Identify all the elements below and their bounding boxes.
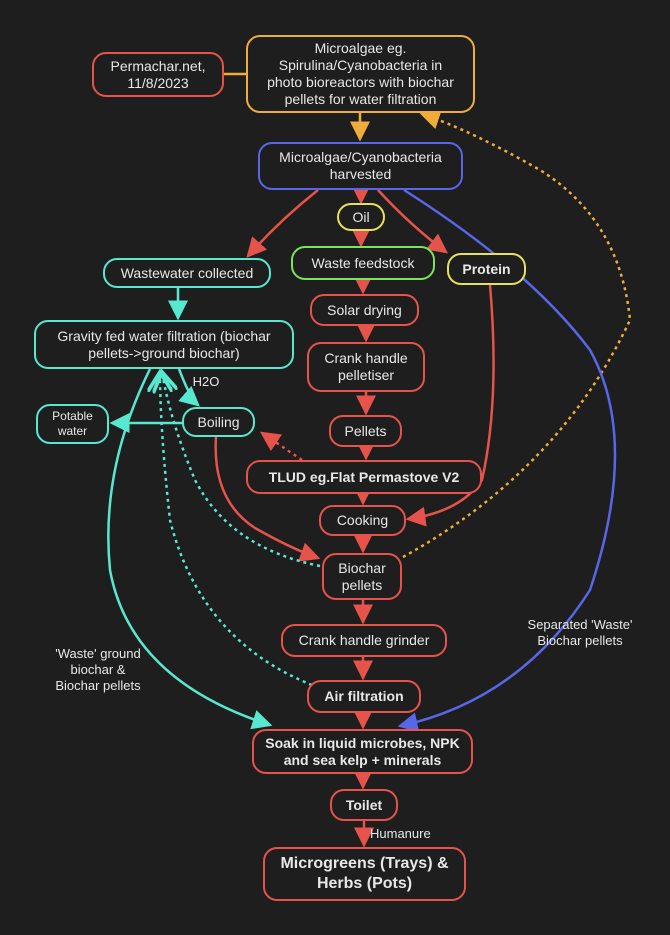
edge-gravity-soak — [107, 368, 273, 730]
node-cooking: Cooking — [319, 505, 406, 536]
edge-biochar-microalgae — [402, 110, 632, 559]
node-boiling: Boiling — [182, 407, 255, 437]
edge-tlud-boiling — [259, 431, 303, 462]
node-toilet: Toilet — [330, 789, 398, 821]
node-waste-feedstock: Waste feedstock — [291, 246, 435, 280]
node-potable: Potable water — [36, 404, 109, 444]
label-separated: Separated 'Waste' Biochar pellets — [527, 617, 633, 648]
node-biochar: Biochar pellets — [322, 553, 402, 600]
node-wastewater: Wastewater collected — [103, 258, 271, 288]
edge-protein-cooking — [405, 284, 495, 527]
edge-harvested-protein — [377, 189, 448, 254]
node-oil: Oil — [337, 203, 385, 231]
edge-boiling-biochar — [214, 436, 321, 562]
node-grinder: Crank handle grinder — [281, 624, 447, 657]
node-source: Permachar.net, 11/8/2023 — [92, 52, 224, 97]
node-pelletiser: Crank handle pelletiser — [307, 342, 425, 392]
node-air-filtration: Air filtration — [307, 680, 421, 713]
edge-gravity-boiling — [177, 368, 200, 407]
edge-harvested-wastewater — [246, 189, 319, 258]
edge-air-gravity — [160, 372, 313, 687]
label-waste-ground: 'Waste' ground biochar & Biochar pellets — [55, 646, 141, 693]
node-protein: Protein — [447, 253, 526, 285]
node-solar: Solar drying — [310, 294, 419, 326]
label-h2o: H2O — [192, 374, 220, 389]
node-gravity: Gravity fed water filtration (biochar pe… — [34, 320, 294, 369]
node-soak: Soak in liquid microbes, NPK and sea kel… — [252, 729, 473, 774]
node-pellets: Pellets — [329, 415, 402, 447]
label-humanure: Humanure — [370, 826, 431, 841]
node-microgreens: Microgreens (Trays) & Herbs (Pots) — [263, 847, 466, 901]
node-tlud: TLUD eg.Flat Permastove V2 — [246, 460, 482, 494]
node-harvested: Microalgae/Cyanobacteria harvested — [258, 142, 463, 190]
node-microalgae: Microalgae eg. Spirulina/Cyanobacteria i… — [246, 35, 475, 113]
